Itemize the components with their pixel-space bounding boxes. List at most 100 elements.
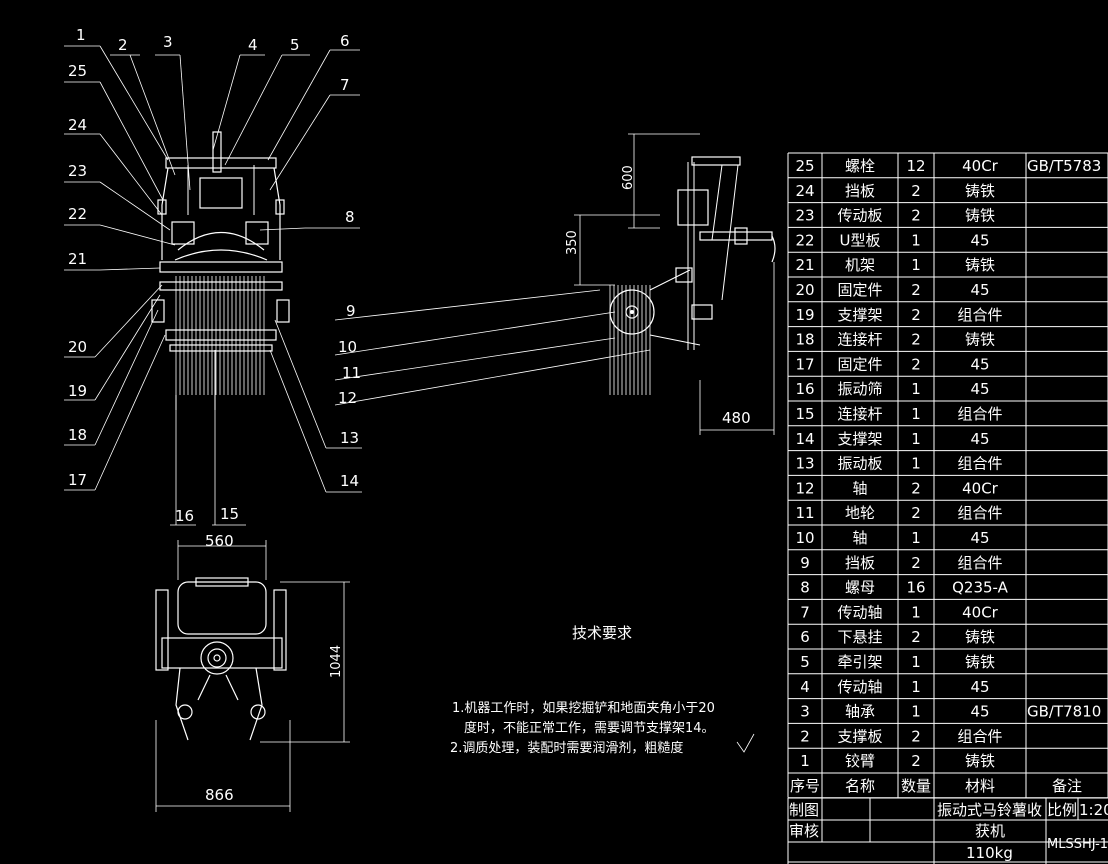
bom-row-material: 铸铁 — [965, 653, 995, 671]
balloon-2: 2 — [118, 36, 128, 54]
bom-row-name: 传动轴 — [837, 603, 882, 621]
dim-top-1044: 1044 — [329, 645, 344, 678]
balloon-14: 14 — [340, 472, 359, 490]
bom-row-name: 地轮 — [845, 504, 875, 522]
dim-side-600: 600 — [621, 165, 636, 190]
balloon-12: 12 — [338, 389, 357, 407]
review-label: 审核 — [789, 822, 819, 840]
bom-row-qty: 1 — [911, 603, 921, 621]
side-dimensions: 600 350 480 — [565, 133, 775, 435]
bom-row-qty: 2 — [911, 331, 921, 349]
bom-row-material: 45 — [970, 703, 989, 721]
title-line-1: 振动式马铃薯收 — [937, 801, 1042, 819]
balloon-5: 5 — [290, 36, 300, 54]
bom-row-qty: 1 — [911, 430, 921, 448]
balloon-18: 18 — [68, 426, 87, 444]
bom-row-name: 振动板 — [837, 455, 882, 473]
bom-row-name: 轴承 — [845, 703, 875, 721]
bom-row-no: 12 — [795, 479, 814, 497]
bom-row-name: 支撑架 — [837, 306, 882, 324]
bom-row-qty: 2 — [911, 727, 921, 745]
drawn-label: 制图 — [789, 801, 819, 819]
bom-row-qty: 2 — [911, 752, 921, 770]
balloon-11: 11 — [342, 364, 361, 382]
bom-row-qty: 16 — [906, 579, 925, 597]
side-leaders: 9 10 11 12 — [334, 289, 651, 407]
balloon-25: 25 — [68, 62, 87, 80]
bom-row-no: 5 — [800, 653, 810, 671]
screen-tines — [175, 276, 265, 395]
bom-row-no: 15 — [795, 405, 814, 423]
bom-row-name: 挡板 — [845, 182, 875, 200]
balloon-24: 24 — [68, 116, 87, 134]
bom-header-material: 材料 — [965, 777, 995, 795]
dim-top-866: 866 — [205, 786, 234, 804]
bom-row-material: 45 — [970, 355, 989, 373]
bom-row-no: 8 — [800, 579, 810, 597]
bom-row-note: GB/T5783 — [1027, 157, 1101, 175]
balloon-3: 3 — [163, 33, 173, 51]
bom-row-name: 螺母 — [845, 579, 875, 597]
title-block: 制图 审核 振动式马铃薯收 获机 110kg 比例 1:20 MLSSHJ-1 — [787, 797, 1108, 864]
side-tines — [609, 285, 651, 395]
bom-row-no: 19 — [795, 306, 814, 324]
bom-row-name: 牵引架 — [837, 653, 882, 671]
bom-row-qty: 2 — [911, 479, 921, 497]
dim-top-560: 560 — [205, 532, 234, 550]
notes-line-1: 1.机器工作时，如果挖掘铲和地面夹角小于20 — [452, 700, 715, 716]
bom-row-qty: 1 — [911, 678, 921, 696]
notes-line-3: 2.调质处理，装配时需要润滑剂，粗糙度 — [450, 740, 683, 756]
bom-row-material: 45 — [970, 281, 989, 299]
bom-row-name: 支撑架 — [837, 430, 882, 448]
scale-label: 比例 — [1047, 801, 1077, 819]
balloon-21: 21 — [68, 250, 87, 268]
bom-row-name: 下悬挂 — [837, 628, 882, 646]
side-view — [609, 156, 776, 395]
notes-line-2: 度时，不能正常工作，需要调节支撑架14。 — [464, 720, 715, 736]
balloon-1: 1 — [76, 26, 86, 44]
dim-side-350: 350 — [565, 230, 580, 255]
bom-row-no: 3 — [800, 703, 810, 721]
bom-row-material: 45 — [970, 678, 989, 696]
bom-row-qty: 1 — [911, 256, 921, 274]
bom-row-name: 铰臂 — [845, 752, 875, 770]
technical-notes: 技术要求 1.机器工作时，如果挖掘铲和地面夹角小于20 度时，不能正常工作，需要… — [450, 624, 755, 756]
bom-row-no: 20 — [795, 281, 814, 299]
bom-row-material: 组合件 — [957, 405, 1002, 423]
bom-row-material: 40Cr — [962, 157, 999, 175]
bom-row-no: 17 — [795, 355, 814, 373]
bom-row-name: 轴 — [852, 529, 867, 547]
bom-row-material: 40Cr — [962, 479, 999, 497]
bom-row-no: 23 — [795, 207, 814, 225]
bom-row-qty: 1 — [911, 653, 921, 671]
bom-header-name: 名称 — [845, 777, 875, 795]
bom-row-qty: 2 — [911, 306, 921, 324]
front-balloon-labels: 1 2 3 4 5 6 7 8 25 24 23 22 21 20 19 18 … — [68, 26, 359, 525]
bom-row-material: 铸铁 — [965, 256, 995, 274]
balloon-20: 20 — [68, 338, 87, 356]
bom-row-qty: 2 — [911, 628, 921, 646]
balloon-22: 22 — [68, 205, 87, 223]
notes-heading: 技术要求 — [572, 624, 632, 642]
bom-row-qty: 1 — [911, 405, 921, 423]
bom-header-note: 备注 — [1052, 777, 1082, 795]
bom-row-qty: 2 — [911, 207, 921, 225]
bom-row-material: 铸铁 — [965, 331, 995, 349]
bom-row-name: 螺栓 — [845, 157, 875, 175]
bom-row-qty: 12 — [906, 157, 925, 175]
scale-value: 1:20 — [1079, 801, 1108, 819]
balloon-15: 15 — [220, 505, 239, 523]
dim-side-480: 480 — [722, 409, 751, 427]
bom-header-no: 序号 — [790, 777, 820, 795]
bom-row-no: 9 — [800, 554, 810, 572]
bom-row-name: 固定件 — [837, 281, 882, 299]
bom-row-material: 40Cr — [962, 603, 999, 621]
top-dimensions: 560 866 1044 — [155, 532, 350, 812]
bom-row-material: 铸铁 — [965, 752, 995, 770]
bom-row-material: 铸铁 — [965, 207, 995, 225]
bom-header-qty: 数量 — [901, 777, 931, 795]
bom-row-qty: 1 — [911, 380, 921, 398]
bom-row-no: 4 — [800, 678, 810, 696]
bom-row-name: 传动轴 — [837, 678, 882, 696]
